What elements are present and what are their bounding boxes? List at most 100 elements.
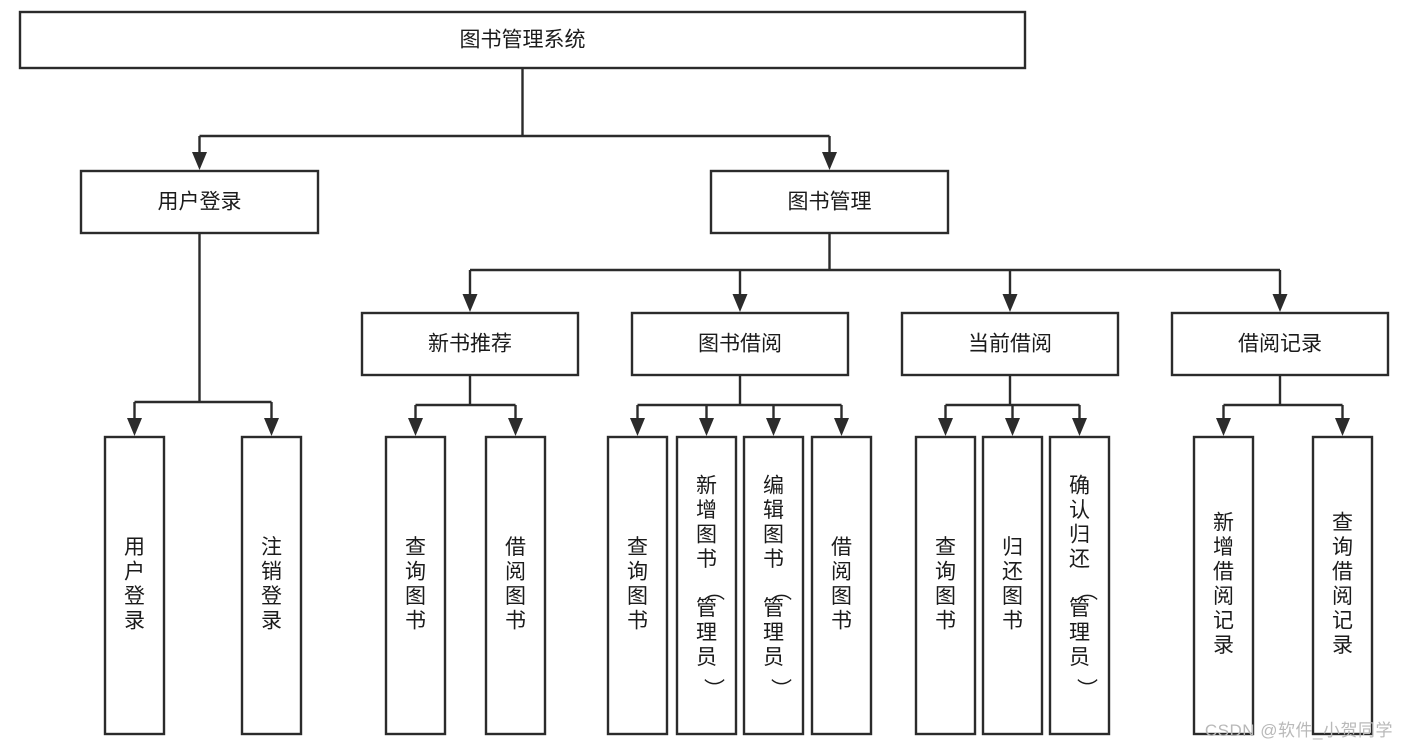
node-label-char: 图	[1002, 585, 1023, 608]
node-label-char: 询	[405, 560, 426, 583]
node-label-char: 书	[831, 609, 852, 632]
node-box-leaf-logout[interactable]	[240, 435, 303, 736]
node-label-char: 查	[935, 536, 956, 559]
arrow-head-icon	[462, 294, 478, 312]
node-box-leaf-edit-book[interactable]	[742, 435, 805, 736]
node-label-char: 查	[627, 536, 648, 559]
node-box-book-borrow[interactable]	[630, 311, 850, 377]
node-label-char: 理	[1069, 622, 1090, 645]
node-label-char: 录	[124, 609, 145, 632]
node-box-leaf-query-book-2[interactable]	[606, 435, 669, 736]
node-label-char: （	[1075, 580, 1098, 601]
node-label-char: 阅	[505, 560, 526, 583]
arrow-head-icon	[630, 418, 645, 436]
node-label-char: 还	[1002, 560, 1023, 583]
node-label-char: 阅	[1332, 585, 1353, 608]
node-label-char: 查	[1332, 511, 1353, 534]
node-box-leaf-user-login[interactable]	[103, 435, 166, 736]
node-label-char: 书	[763, 548, 784, 571]
node-box-book-manage[interactable]	[709, 169, 950, 235]
node-box-leaf-query-record[interactable]	[1311, 435, 1374, 736]
node-borrow-record[interactable]: 借阅记录	[1170, 311, 1390, 377]
node-label-char: 图	[696, 524, 717, 547]
node-box-leaf-add-book[interactable]	[675, 435, 738, 736]
node-label-char: 用	[124, 536, 145, 559]
node-label-char: 图	[505, 585, 526, 608]
node-box-leaf-borrow-book-2[interactable]	[810, 435, 873, 736]
arrow-head-icon	[264, 418, 279, 436]
arrow-head-icon	[1002, 294, 1018, 312]
node-book-borrow[interactable]: 图书借阅	[630, 311, 850, 377]
arrow-head-icon	[1005, 418, 1020, 436]
node-new-book-rec[interactable]: 新书推荐	[360, 311, 580, 377]
node-box-leaf-add-record[interactable]	[1192, 435, 1255, 736]
node-label-char: 员	[763, 646, 784, 669]
node-root[interactable]: 图书管理系统	[18, 10, 1027, 70]
node-label-char: 书	[696, 548, 717, 571]
node-label-user-login: 用户登录	[158, 191, 242, 214]
arrow-head-icon	[1335, 418, 1350, 436]
node-label-char: 询	[1332, 536, 1353, 559]
node-label-char: 图	[935, 585, 956, 608]
arrow-head-icon	[1072, 418, 1087, 436]
node-label-char: ）	[769, 678, 792, 699]
node-leaf-user-login[interactable]: 用户登录	[103, 435, 166, 736]
node-box-new-book-rec[interactable]	[360, 311, 580, 377]
arrow-head-icon	[938, 418, 953, 436]
node-box-root[interactable]	[18, 10, 1027, 70]
node-box-user-login[interactable]	[79, 169, 320, 235]
node-label-char: 借	[505, 536, 526, 559]
node-box-borrow-record[interactable]	[1170, 311, 1390, 377]
node-label-char: 查	[405, 536, 426, 559]
node-box-leaf-return-book[interactable]	[981, 435, 1044, 736]
node-label-char: 增	[1213, 536, 1234, 559]
arrow-head-icon	[1216, 418, 1231, 436]
node-label-char: 阅	[1213, 585, 1234, 608]
node-box-leaf-query-book-1[interactable]	[384, 435, 447, 736]
node-label-char: 记	[1213, 609, 1234, 632]
node-label-char: 录	[1332, 634, 1353, 657]
node-box-current-borrow[interactable]	[900, 311, 1120, 377]
node-label-char: 认	[1069, 499, 1090, 522]
node-label-new-book-rec: 新书推荐	[428, 333, 512, 356]
node-label-char: ）	[1075, 678, 1098, 699]
node-label-char: 辑	[763, 499, 784, 522]
arrow-head-icon	[732, 294, 748, 312]
arrow-head-icon	[127, 418, 142, 436]
node-label-char: 还	[1069, 548, 1090, 571]
node-box-leaf-borrow-book-1[interactable]	[484, 435, 547, 736]
node-label-char: 管	[763, 597, 784, 620]
node-label-char: 新	[696, 475, 717, 498]
watermark-label: CSDN @软件_小贺同学	[1204, 721, 1393, 740]
node-label-char: 户	[124, 560, 145, 583]
arrow-head-icon	[699, 418, 714, 436]
node-current-borrow[interactable]: 当前借阅	[900, 311, 1120, 377]
node-box-leaf-query-book-3[interactable]	[914, 435, 977, 736]
node-box-leaf-confirm-return[interactable]	[1048, 435, 1111, 736]
node-label-char: 管	[1069, 597, 1090, 620]
node-label-char: 询	[627, 560, 648, 583]
node-label-char: 员	[1069, 646, 1090, 669]
node-label-char: 归	[1002, 536, 1023, 559]
arrow-head-icon	[834, 418, 849, 436]
node-user-login[interactable]: 用户登录	[79, 169, 320, 235]
node-label-char: 归	[1069, 524, 1090, 547]
node-label-char: （	[769, 580, 792, 601]
node-book-manage[interactable]: 图书管理	[709, 169, 950, 235]
node-label-char: 编	[763, 475, 784, 498]
node-label-char: 注	[261, 536, 282, 559]
arrow-head-icon	[1272, 294, 1288, 312]
node-label-char: 员	[696, 646, 717, 669]
